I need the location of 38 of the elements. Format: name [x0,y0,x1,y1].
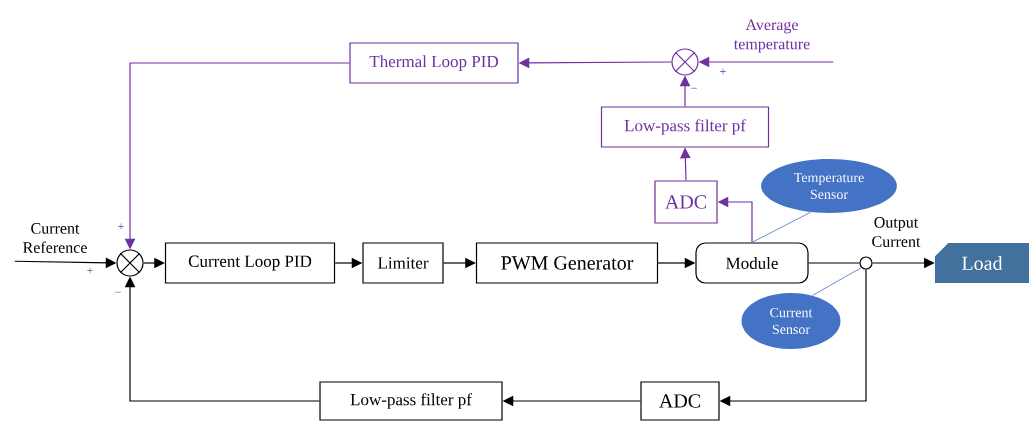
process-box: Current Loop PID [164,242,336,284]
arrow [719,269,867,407]
process-box: PWM Generator [475,242,659,284]
process-box: Thermal Loop PID [349,42,519,84]
summing-junction [116,249,144,277]
arrow [124,276,320,402]
arrow [334,257,363,269]
arrow [14,257,117,269]
sign-label: + [87,267,93,274]
sign-label: + [720,68,726,75]
module-box: Module [695,242,809,284]
sensor-line [751,211,811,243]
arrow [679,75,691,107]
arrow [124,62,350,250]
process-box: ADC [640,381,720,421]
arrow [143,257,165,269]
connector-line [808,262,860,264]
arrow [518,57,672,69]
sensor-line [812,267,862,296]
arrow [680,147,691,181]
arrow [698,56,834,68]
arrow [657,257,696,269]
input-label: Current Reference [23,223,87,253]
process-box: Low-pass filter pf [319,381,503,421]
arrow [717,196,753,243]
input-label: Average temperature [733,19,810,53]
process-box: Limiter [362,242,444,284]
sign-label: + [118,223,124,230]
arrow [443,257,476,269]
beside-label: Output Current [872,217,921,247]
arrow [502,395,641,407]
sign-label: − [115,291,121,293]
summing-junction [671,48,699,76]
process-box: Low-pass filter pf [600,106,770,148]
arrow [872,257,935,269]
process-box: ADC [654,180,718,224]
sign-label: − [691,87,697,89]
load-block: Load [935,243,1029,283]
